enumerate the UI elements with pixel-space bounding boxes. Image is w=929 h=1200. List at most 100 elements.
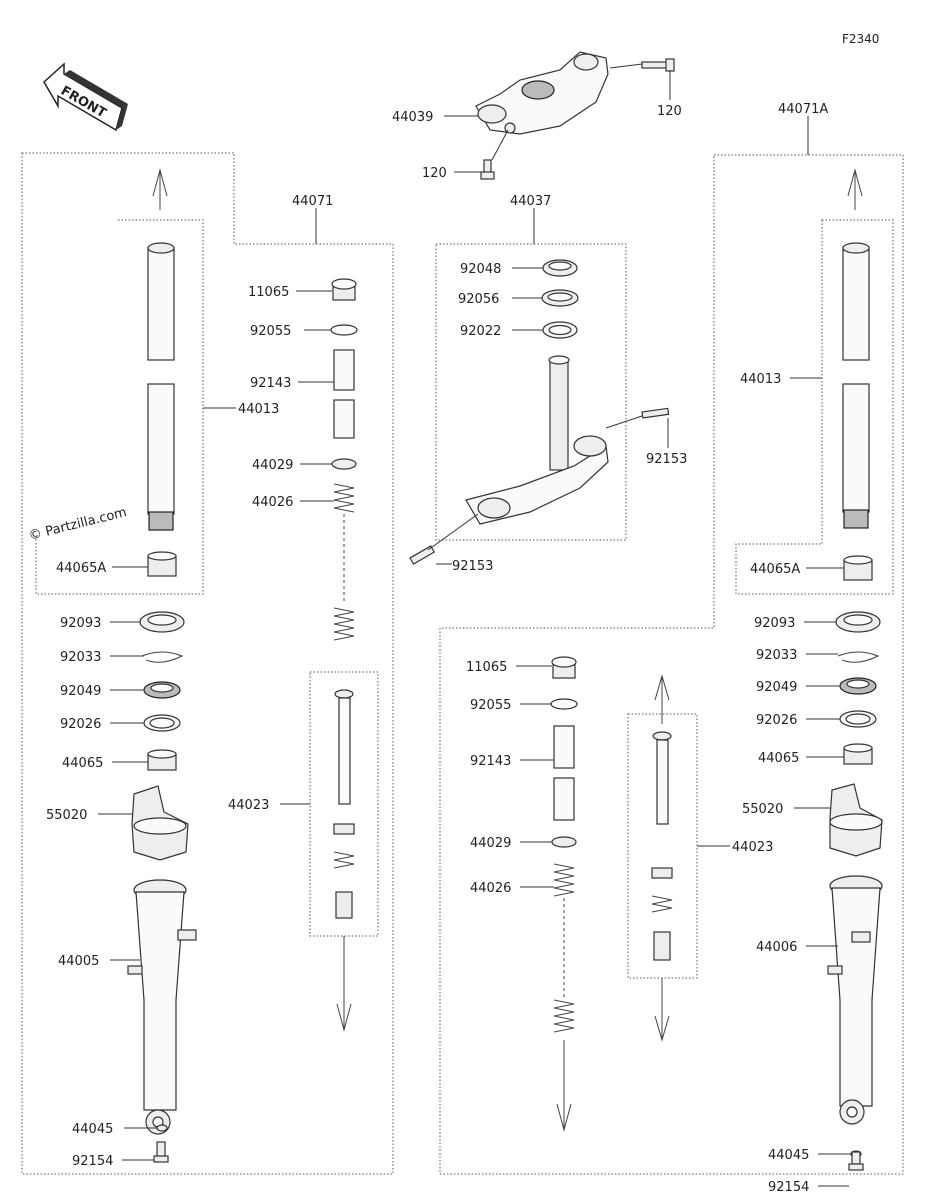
watermark: © Partzilla.com: [27, 505, 128, 544]
upper-triple-clamp: [475, 51, 609, 135]
stem-bearing-92056: [541, 289, 579, 307]
label-l-92093: 92093: [60, 616, 101, 631]
label-l-44065A: 44065A: [56, 561, 106, 576]
label-r-92143: 92143: [470, 754, 511, 769]
steering-stem-body: [465, 355, 609, 525]
right-outer-tube: [827, 875, 883, 1125]
label-l-92049: 92049: [60, 684, 101, 699]
left-guide-bush: [147, 749, 177, 771]
label-l-92055: 92055: [250, 324, 291, 339]
label-r-92033: 92033: [756, 648, 797, 663]
label-r-92154: 92154: [768, 1180, 809, 1195]
label-92056: 92056: [458, 292, 499, 307]
label-92022: 92022: [460, 324, 501, 339]
right-collar: [553, 725, 575, 821]
left-seat: [331, 458, 357, 470]
label-44039: 44039: [392, 110, 433, 125]
label-r-44026: 44026: [470, 881, 511, 896]
left-slide-bush: [147, 551, 177, 577]
left-collar: [333, 349, 355, 439]
label-r-44013: 44013: [740, 372, 781, 387]
label-92048: 92048: [460, 262, 501, 277]
label-120-left: 120: [422, 166, 447, 181]
stem-seal-92048: [542, 259, 578, 277]
left-protector: [131, 785, 189, 861]
right-clip: [837, 651, 880, 663]
right-guide-bush: [843, 743, 873, 765]
right-seat: [551, 836, 577, 848]
right-damper-group: [627, 713, 698, 979]
label-l-44023: 44023: [228, 798, 269, 813]
right-bolt: [848, 1151, 864, 1171]
left-fork-outline: [21, 152, 394, 1175]
right-protector: [829, 783, 883, 857]
left-damper-group: [309, 671, 379, 937]
label-44071A: 44071A: [778, 102, 828, 117]
right-dust-seal: [835, 611, 881, 633]
right-slide-bush: [843, 555, 873, 581]
label-44037: 44037: [510, 194, 551, 209]
right-cap: [551, 656, 577, 679]
left-axis-arrow: [152, 168, 168, 197]
left-axis-arrow-bottom: [336, 1003, 352, 1032]
left-gasket: [156, 1124, 168, 1132]
label-l-44029: 44029: [252, 458, 293, 473]
label-120-right: 120: [657, 104, 682, 119]
right-fork-outline: [439, 154, 904, 1175]
label-r-44006: 44006: [756, 940, 797, 955]
left-inner-tube-group: [35, 219, 204, 595]
left-washer: [143, 714, 181, 732]
label-44071: 44071: [292, 194, 333, 209]
right-spring: [553, 863, 575, 1033]
upper-bolt-left: [480, 159, 495, 180]
left-inner-tube: [147, 242, 175, 531]
label-l-44013: 44013: [238, 402, 279, 417]
stem-seal-92022: [542, 321, 578, 339]
label-r-55020: 55020: [742, 802, 783, 817]
right-axis-arrow-bottom: [556, 1103, 572, 1132]
label-r-92093: 92093: [754, 616, 795, 631]
left-outer-tube: [127, 879, 197, 1135]
label-r-44065A: 44065A: [750, 562, 800, 577]
diagram-ref: F2340: [842, 32, 879, 46]
left-clip: [141, 651, 184, 663]
right-washer: [839, 710, 877, 728]
label-l-55020: 55020: [46, 808, 87, 823]
label-r-44029: 44029: [470, 836, 511, 851]
label-92153-a: 92153: [646, 452, 687, 467]
left-dust-seal: [139, 611, 185, 633]
label-l-92026: 92026: [60, 717, 101, 732]
right-oil-seal: [839, 677, 877, 695]
label-r-92055: 92055: [470, 698, 511, 713]
label-l-92033: 92033: [60, 650, 101, 665]
label-r-44045: 44045: [768, 1148, 809, 1163]
label-l-44045: 44045: [72, 1122, 113, 1137]
label-92153-b: 92153: [452, 559, 493, 574]
stem-bolt-a: [641, 407, 670, 419]
right-inner-tube: [842, 242, 870, 529]
label-r-44023: 44023: [732, 840, 773, 855]
stem-bolt-b: [409, 545, 436, 565]
right-oring: [550, 698, 578, 710]
label-l-44026: 44026: [252, 495, 293, 510]
leader-lines: [98, 63, 851, 1187]
label-l-92143: 92143: [250, 376, 291, 391]
label-r-44065: 44065: [758, 751, 799, 766]
label-r-11065: 11065: [466, 660, 507, 675]
stem-outline: [435, 243, 627, 541]
label-l-44065: 44065: [62, 756, 103, 771]
left-oring: [330, 324, 358, 336]
right-inner-tube-group: [735, 219, 894, 595]
label-l-92154: 92154: [72, 1154, 113, 1169]
label-r-92049: 92049: [756, 680, 797, 695]
label-r-92026: 92026: [756, 713, 797, 728]
front-arrow-icon: FRONT: [43, 62, 128, 132]
label-l-11065: 11065: [248, 285, 289, 300]
upper-bolt-right: [641, 58, 675, 72]
right-axis-arrow: [847, 168, 863, 197]
left-oil-seal: [143, 681, 181, 699]
right-damper-rod: [651, 674, 673, 1042]
left-bolt: [153, 1141, 169, 1163]
left-cap: [331, 278, 357, 301]
